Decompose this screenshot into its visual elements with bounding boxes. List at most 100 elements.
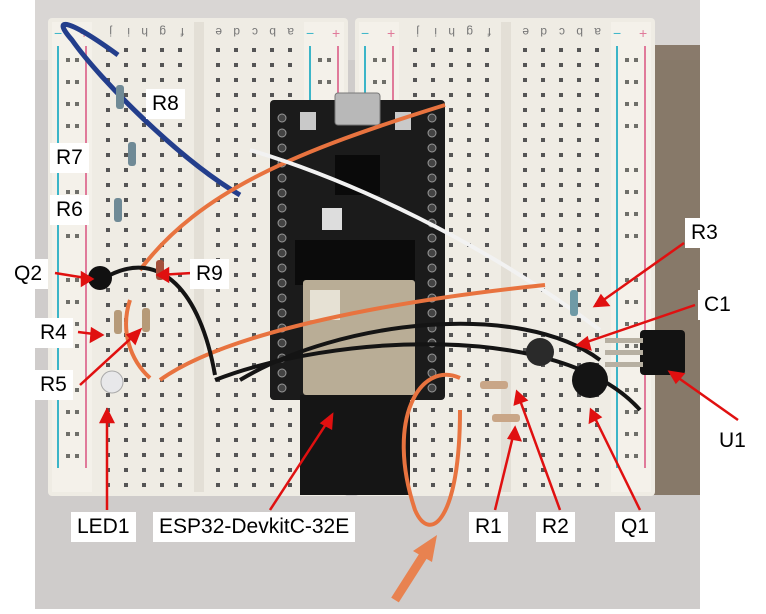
header-pin — [277, 338, 287, 348]
tie-point — [413, 48, 417, 52]
label-q1: Q1 — [615, 512, 656, 542]
rail-hole — [318, 80, 322, 84]
center-channel — [501, 22, 511, 492]
column-letter: e — [215, 25, 222, 39]
tie-point — [541, 153, 545, 157]
header-pin — [277, 143, 287, 153]
tie-point — [485, 363, 489, 367]
rail-hole — [66, 234, 70, 238]
ir-receiver-u1 — [640, 330, 685, 375]
tie-point — [467, 483, 471, 487]
label-r5: R5 — [34, 370, 73, 400]
tie-point — [106, 318, 110, 322]
tie-point — [449, 423, 453, 427]
tie-point — [288, 78, 292, 82]
tie-point — [124, 453, 128, 457]
rail-hole — [625, 300, 629, 304]
tie-point — [595, 453, 599, 457]
column-letter: i — [127, 25, 130, 39]
tie-point — [559, 213, 563, 217]
rail-hole — [625, 344, 629, 348]
tie-point — [595, 333, 599, 337]
rail-hole — [625, 454, 629, 458]
tie-point — [234, 258, 238, 262]
rail-hole — [66, 432, 70, 436]
tie-point — [559, 288, 563, 292]
tie-point — [485, 408, 489, 412]
tie-point — [559, 78, 563, 82]
tie-point — [216, 468, 220, 472]
tie-point — [160, 318, 164, 322]
tie-point — [485, 303, 489, 307]
tie-point — [577, 468, 581, 472]
header-pin — [277, 113, 287, 123]
tie-point — [485, 273, 489, 277]
tie-point — [413, 78, 417, 82]
tie-point — [523, 378, 527, 382]
tie-point — [106, 333, 110, 337]
tie-point — [485, 393, 489, 397]
tie-point — [124, 78, 128, 82]
header-pin — [277, 263, 287, 273]
label-r9: R9 — [190, 259, 229, 289]
tie-point — [234, 408, 238, 412]
tie-point — [449, 123, 453, 127]
rail-hole — [634, 454, 638, 458]
tie-point — [559, 333, 563, 337]
tie-point — [160, 198, 164, 202]
tie-point — [541, 378, 545, 382]
tie-point — [178, 78, 182, 82]
tie-point — [577, 93, 581, 97]
header-pin — [277, 308, 287, 318]
header-pin — [277, 173, 287, 183]
tie-point — [467, 333, 471, 337]
tie-point — [234, 468, 238, 472]
tie-point — [523, 318, 527, 322]
wire-orange-mid — [158, 283, 546, 382]
tie-point — [216, 423, 220, 427]
column-letter: j — [416, 25, 420, 39]
column-letter: f — [487, 25, 491, 39]
tie-point — [216, 408, 220, 412]
header-pin — [427, 263, 437, 273]
tie-point — [431, 483, 435, 487]
tie-point — [270, 48, 274, 52]
column-letter: e — [522, 25, 529, 39]
tie-point — [577, 123, 581, 127]
rail-hole — [625, 212, 629, 216]
tie-point — [216, 483, 220, 487]
tie-point — [577, 453, 581, 457]
tie-point — [160, 423, 164, 427]
tie-point — [234, 108, 238, 112]
arrow-esp32 — [268, 414, 334, 511]
tie-point — [160, 213, 164, 217]
tie-point — [252, 333, 256, 337]
capacitor-c1 — [526, 338, 554, 366]
tie-point — [160, 63, 164, 67]
tie-point — [160, 288, 164, 292]
rail-hole — [66, 58, 70, 62]
tie-point — [485, 258, 489, 262]
tie-point — [541, 168, 545, 172]
tie-point — [413, 453, 417, 457]
tie-point — [595, 273, 599, 277]
rail-hole — [75, 344, 79, 348]
rail-hole — [75, 300, 79, 304]
label-r7: R7 — [50, 143, 89, 173]
header-pin — [427, 173, 437, 183]
tie-point — [252, 153, 256, 157]
tie-point — [234, 63, 238, 67]
tie-point — [541, 228, 545, 232]
tie-point — [485, 423, 489, 427]
tie-point — [449, 333, 453, 337]
tie-point — [142, 438, 146, 442]
column-letter: g — [466, 25, 473, 39]
tie-point — [523, 63, 527, 67]
tie-point — [252, 138, 256, 142]
wire-white — [249, 148, 602, 332]
arrowhead-r2 — [513, 389, 529, 406]
rail-hole — [75, 322, 79, 326]
rail-hole — [382, 80, 386, 84]
tie-point — [234, 48, 238, 52]
tie-point — [160, 138, 164, 142]
